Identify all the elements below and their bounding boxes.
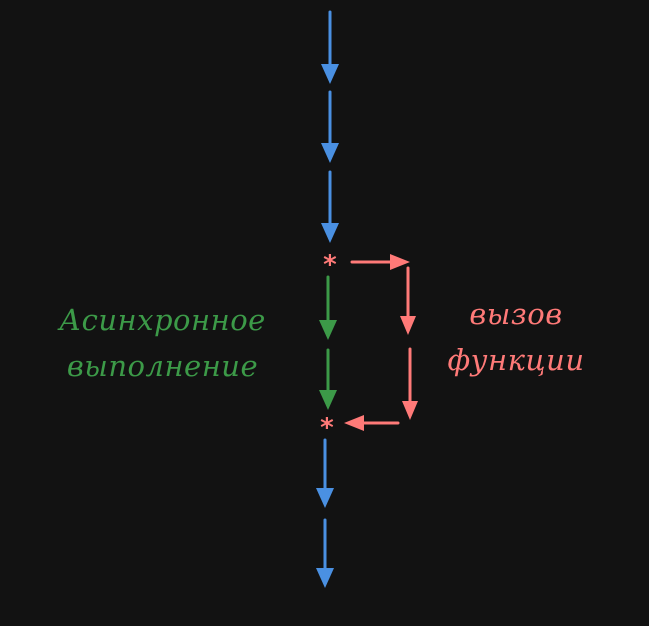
async-label-line-1: Асинхронное xyxy=(59,303,266,337)
red-arrow-right xyxy=(350,254,410,270)
red-arrow-left xyxy=(344,415,400,431)
call-end-marker: * xyxy=(319,413,335,443)
function-call-label: вызов функции xyxy=(436,291,596,383)
red-arrow-down-1 xyxy=(400,266,416,335)
async-execution-label: Асинхронное выполнение xyxy=(40,297,285,389)
green-arrow-2 xyxy=(319,348,337,410)
call-start-marker: * xyxy=(322,250,338,280)
blue-arrow-4 xyxy=(316,438,334,508)
blue-arrow-3 xyxy=(321,170,339,243)
blue-arrow-1 xyxy=(321,10,339,84)
async-label-line-2: выполнение xyxy=(66,349,259,383)
call-label-line-2: функции xyxy=(447,343,585,377)
red-arrow-down-2 xyxy=(402,347,418,420)
blue-arrow-5 xyxy=(316,518,334,588)
blue-arrow-2 xyxy=(321,90,339,163)
green-arrow-1 xyxy=(319,275,337,340)
call-label-line-1: вызов xyxy=(469,297,563,331)
